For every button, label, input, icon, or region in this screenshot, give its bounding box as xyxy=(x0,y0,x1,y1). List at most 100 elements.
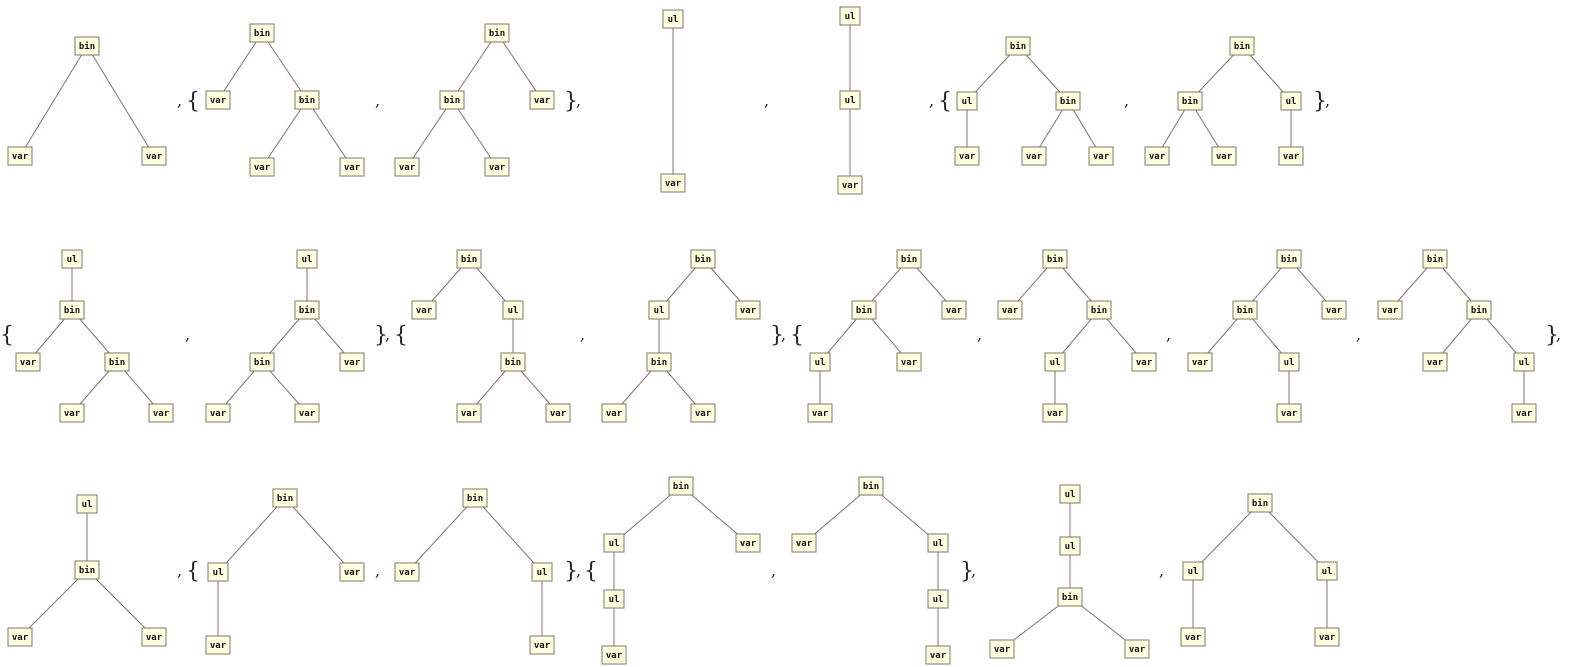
node-box xyxy=(1232,300,1258,320)
comma-separator: , xyxy=(185,325,190,344)
node-label: var xyxy=(489,163,506,173)
node-label: bin xyxy=(79,41,95,52)
tree-edge xyxy=(261,99,308,168)
tree-edge xyxy=(451,32,498,101)
comma-separator: , xyxy=(1124,91,1129,110)
node-label: ul xyxy=(654,306,665,316)
tree-node-ul: ul xyxy=(927,533,949,553)
tree-node-var: var xyxy=(1042,403,1068,423)
tree-node-var: var xyxy=(735,533,761,553)
tree-node-var: var xyxy=(394,157,420,177)
tree-node-bin: bin xyxy=(59,300,85,320)
node-label: var xyxy=(1136,358,1153,368)
tree-node-ul: ul xyxy=(296,249,318,269)
node-box xyxy=(249,352,275,372)
tree-edge xyxy=(496,32,543,101)
node-box xyxy=(61,249,83,269)
node-box xyxy=(456,403,482,423)
tree-node-var: var xyxy=(545,403,571,423)
node-box xyxy=(603,589,625,609)
node-box xyxy=(1182,561,1204,581)
node-box xyxy=(839,6,861,26)
node-label: bin xyxy=(299,95,315,106)
tree-node-var: var xyxy=(339,157,365,177)
node-box xyxy=(851,300,877,320)
tree-node-bin: bin xyxy=(1276,249,1302,269)
tree-node-var: var xyxy=(529,90,555,110)
node-box xyxy=(15,352,41,372)
node-box xyxy=(141,627,167,647)
node-box xyxy=(927,533,949,553)
node-box xyxy=(601,403,627,423)
node-label: var xyxy=(740,306,757,316)
node-box xyxy=(1229,36,1255,56)
tree-node-var: var xyxy=(925,645,951,665)
node-label: var xyxy=(665,179,682,189)
node-label: var xyxy=(299,409,316,419)
node-box xyxy=(1042,403,1068,423)
tree-node-var: var xyxy=(205,635,231,655)
node-box xyxy=(394,562,420,582)
tree-edge xyxy=(1192,502,1261,572)
node-label: var xyxy=(1192,358,1209,368)
tree-node-ul: ul xyxy=(648,300,670,320)
node-box xyxy=(339,157,365,177)
node-box xyxy=(1280,91,1302,111)
node-label: ul xyxy=(962,97,973,107)
node-box xyxy=(837,175,863,195)
node-label: ul xyxy=(82,500,93,510)
comma-separator: , xyxy=(576,91,581,110)
node-box xyxy=(809,352,831,372)
node-label: var xyxy=(1427,358,1444,368)
node-label: ul xyxy=(67,255,78,265)
close-brace: } xyxy=(960,559,974,584)
tree-node-bin: bin xyxy=(1247,493,1273,513)
tree-node-bin: bin xyxy=(1229,36,1255,56)
node-box xyxy=(1422,249,1448,269)
tree-node-var: var xyxy=(1021,146,1047,166)
tree-node-ul: ul xyxy=(603,533,625,553)
node-box xyxy=(1086,300,1112,320)
tree-node-var: var xyxy=(807,403,833,423)
tree-node-var: var xyxy=(249,157,275,177)
tree-node-var: var xyxy=(7,627,33,647)
node-box xyxy=(207,562,229,582)
open-brace: { xyxy=(584,559,598,584)
tree-node-ul: ul xyxy=(662,9,684,29)
node-box xyxy=(690,403,716,423)
node-box xyxy=(7,627,33,647)
tree-edge xyxy=(1259,502,1328,572)
open-brace: { xyxy=(186,559,200,584)
node-label: bin xyxy=(489,28,505,39)
node-box xyxy=(927,589,949,609)
node-label: bin xyxy=(467,493,483,504)
tree-node-bin: bin xyxy=(74,560,100,580)
tree-node-var: var xyxy=(1131,352,1157,372)
node-box xyxy=(74,36,100,56)
node-label: var xyxy=(12,152,29,162)
tree-node-var: var xyxy=(601,403,627,423)
node-label: bin xyxy=(461,254,477,265)
node-box xyxy=(484,23,510,43)
tree-node-var: var xyxy=(941,300,967,320)
node-label: ul xyxy=(302,255,313,265)
tree-edge xyxy=(217,32,263,101)
node-label: var xyxy=(153,409,170,419)
tree-node-var: var xyxy=(1276,403,1302,423)
node-box xyxy=(601,645,627,665)
node-box xyxy=(484,157,510,177)
tree-node-var: var xyxy=(1377,300,1403,320)
node-box xyxy=(668,476,694,496)
node-label: ul xyxy=(1050,358,1061,368)
node-box xyxy=(205,403,231,423)
node-box xyxy=(896,352,922,372)
node-box xyxy=(104,352,130,372)
tree-node-var: var xyxy=(1314,627,1340,647)
tree-node-var: var xyxy=(339,562,365,582)
tree-node-var: var xyxy=(1144,146,1170,166)
tree-edge xyxy=(86,45,155,157)
node-box xyxy=(339,562,365,582)
comma-separator: , xyxy=(177,91,182,110)
node-box xyxy=(1005,36,1031,56)
node-label: bin xyxy=(651,357,667,368)
